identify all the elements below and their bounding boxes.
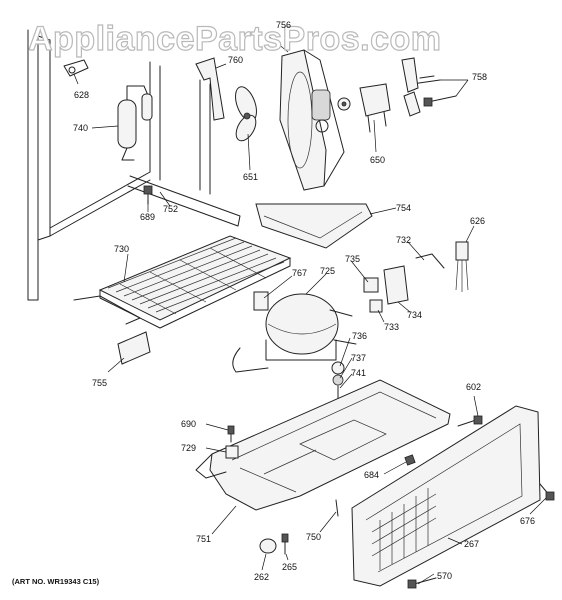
clip-628 [63,59,89,77]
callout-650: 650 [370,155,385,165]
callout-690: 690 [181,419,196,429]
callout-751: 751 [196,534,211,544]
bracket-755 [73,295,151,365]
callout-689: 689 [140,212,155,222]
screw-690 [227,425,235,443]
harness-626 [455,241,469,292]
motor-bracket-650 [337,83,391,133]
callout-651: 651 [243,172,258,182]
fan-blade-651 [235,86,257,142]
screw-676 [539,483,555,501]
callout-734: 734 [407,310,422,320]
electrical-components [363,253,445,313]
callout-684: 684 [364,470,379,480]
callout-735: 735 [345,254,360,264]
screw-265 [281,533,289,555]
fan-motor [311,89,331,133]
callout-267: 267 [464,539,479,549]
screw-684 [404,454,416,466]
callout-737: 737 [351,353,366,363]
callout-740: 740 [73,123,88,133]
screw-602 [457,415,483,427]
callout-736: 736 [352,331,367,341]
callout-626: 626 [470,216,485,226]
watermark-text: AppliancePartsPros.com [28,20,441,58]
access-panel-267 [351,405,541,587]
leader-lines [73,33,547,585]
callout-733: 733 [384,322,399,332]
clip-729 [225,445,239,459]
callout-602: 602 [466,382,481,392]
screw-570 [407,577,437,589]
cover-754 [255,203,373,249]
callout-numbers: 628 740 760 756 758 651 650 689 752 754 … [73,20,535,582]
callout-725: 725 [320,266,335,276]
grommets [331,361,345,405]
art-number-label: (ART NO. WR19343 C15) [12,577,100,586]
callout-750: 750 [306,532,321,542]
callout-756: 756 [276,20,291,30]
compressor-725 [232,293,357,373]
callout-265: 265 [282,562,297,572]
callout-628: 628 [74,90,89,100]
callout-262: 262 [254,572,269,582]
callout-741: 741 [351,368,366,378]
callout-570: 570 [437,571,452,581]
fan-shroud-756 [279,49,345,191]
callout-732: 732 [396,235,411,245]
callout-730: 730 [114,244,129,254]
screws-758 [401,57,457,117]
drier-740 [117,85,153,161]
callout-760: 760 [228,55,243,65]
callout-752: 752 [163,204,178,214]
cabinet-side-wall [27,29,241,301]
callout-758: 758 [472,72,487,82]
condenser-730 [98,235,292,329]
callout-767: 767 [292,268,307,278]
callout-754: 754 [396,203,411,213]
screw-750 [335,499,339,517]
callout-755: 755 [92,378,107,388]
callout-676: 676 [520,516,535,526]
bracket-760 [195,57,225,121]
relay-767 [253,291,269,311]
foot-262 [259,538,277,554]
base-plate-751 [195,379,451,511]
callout-729: 729 [181,443,196,453]
